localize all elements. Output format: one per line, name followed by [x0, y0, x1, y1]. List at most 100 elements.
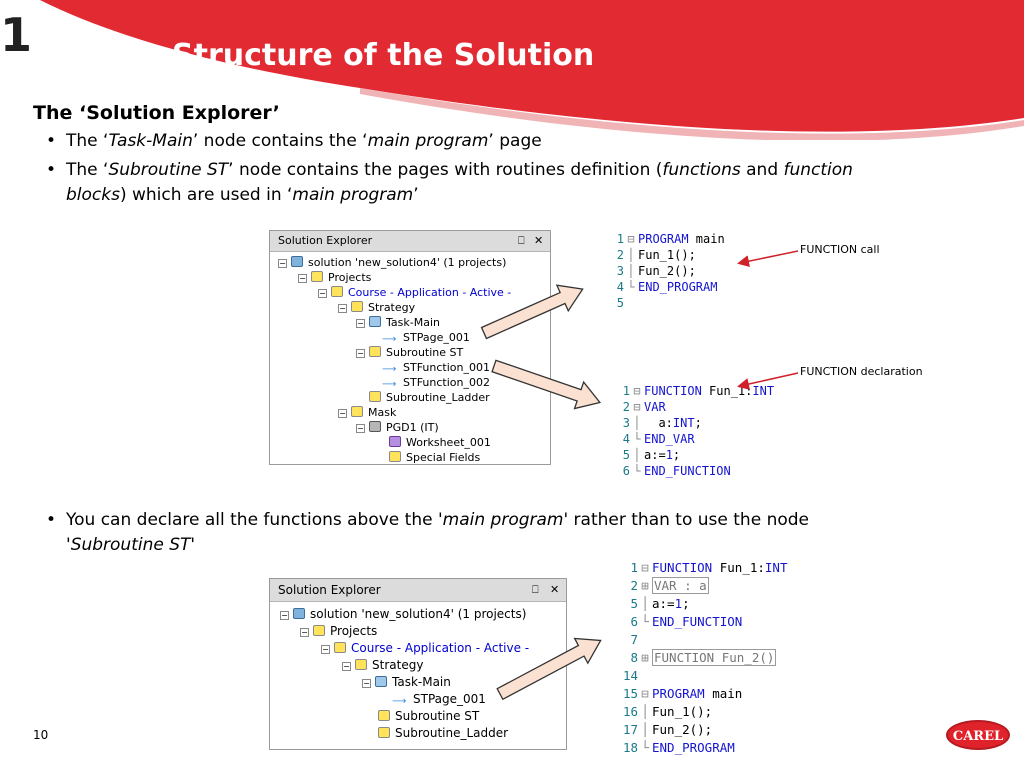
tree-node-pgd1[interactable]: −PGD1 (IT): [356, 421, 439, 434]
tree-node-mask[interactable]: −Mask: [338, 406, 397, 419]
tree-node-task-main[interactable]: −Task-Main: [356, 316, 440, 329]
code-line: 6└END_FUNCTION: [630, 614, 743, 629]
tree-node-worksheet[interactable]: Worksheet_001: [389, 435, 491, 450]
solution-explorer-panel: Solution Explorer ⎕ ✕ −solution 'new_sol…: [269, 230, 551, 465]
page-icon: ⟶: [382, 364, 397, 375]
folder-icon: [331, 286, 343, 297]
collapse-icon[interactable]: −: [318, 289, 327, 298]
tree-node-subroutine-ladder[interactable]: Subroutine_Ladder: [378, 726, 508, 741]
pin-icon[interactable]: ⎕: [532, 583, 539, 596]
close-icon[interactable]: ✕: [550, 583, 560, 596]
code-line: 7: [630, 632, 638, 647]
tree-node-projects[interactable]: −Projects: [298, 271, 372, 284]
folder-icon: [351, 406, 363, 417]
collapse-icon[interactable]: −: [338, 304, 347, 313]
bullet-declare-above: •You can declare all the functions above…: [46, 510, 809, 555]
page-number: 10: [33, 728, 49, 742]
task-icon: [369, 316, 381, 327]
collapse-icon[interactable]: −: [278, 259, 287, 268]
collapse-icon[interactable]: −: [280, 611, 289, 620]
terminal-icon: [369, 421, 381, 432]
folder-icon: [369, 346, 381, 357]
annotation-function-declaration: FUNCTION declaration: [800, 365, 923, 378]
code-line: 3│Fun_2();: [616, 264, 696, 278]
tree-node-stpage[interactable]: ⟶STPage_001: [392, 692, 486, 707]
tree-node-subroutine-ladder[interactable]: Subroutine_Ladder: [369, 390, 490, 405]
collapse-icon[interactable]: −: [356, 349, 365, 358]
collapse-icon[interactable]: −: [321, 645, 330, 654]
folder-icon: [369, 391, 381, 402]
code-line: 3│ a:INT;: [622, 416, 702, 430]
solution-explorer-panel-2: Solution Explorer ⎕ ✕ −solution 'new_sol…: [269, 578, 567, 750]
collapse-icon[interactable]: −: [362, 679, 371, 688]
tree-node-subroutine-st[interactable]: −Subroutine ST: [356, 346, 464, 359]
tree-node-stfunction-002[interactable]: ⟶STFunction_002: [382, 376, 490, 390]
code-line: 18└END_PROGRAM: [622, 740, 735, 755]
slide-title: Structure of the Solution: [172, 38, 595, 73]
block-arrow-stfunction: [491, 359, 602, 410]
code-line: 2│Fun_1();: [616, 248, 696, 262]
tree-node-course[interactable]: −Course - Application - Active -: [318, 286, 512, 299]
page-icon: ⟶: [382, 379, 397, 390]
collapse-icon[interactable]: −: [356, 424, 365, 433]
code-line: 2⊞VAR : a: [630, 577, 709, 594]
code-line: 14: [622, 668, 638, 683]
code-line: 6└END_FUNCTION: [622, 464, 731, 478]
code-line: 5│a:=1;: [622, 448, 681, 462]
code-line: 4└END_VAR: [622, 432, 695, 446]
code-line: 2⊟VAR: [622, 400, 666, 414]
carel-logo: CAREL: [946, 720, 1010, 750]
folder-icon: [334, 642, 346, 653]
collapse-icon[interactable]: −: [300, 628, 309, 637]
task-icon: [375, 676, 387, 687]
worksheet-icon: [389, 436, 401, 447]
block-arrow-task-main: [480, 284, 584, 340]
pin-icon[interactable]: ⎕: [518, 234, 525, 247]
code-line: 1⊟PROGRAM main: [616, 232, 725, 246]
bullet-task-main: •The ‘Task-Main’ node contains the ‘main…: [46, 129, 542, 154]
code-line: 5: [616, 296, 624, 310]
code-line: 4└END_PROGRAM: [616, 280, 718, 294]
folder-icon: [378, 710, 390, 721]
solution-icon: [293, 608, 305, 619]
code-line: 16│Fun_1();: [622, 704, 713, 719]
tree-node-projects[interactable]: −Projects: [300, 624, 378, 638]
folder-icon: [389, 451, 401, 462]
close-icon[interactable]: ✕: [534, 234, 544, 247]
code-line: 17│Fun_2();: [622, 722, 713, 737]
red-arrow-call: [737, 250, 799, 268]
panel-titlebar: Solution Explorer ⎕ ✕: [270, 231, 550, 252]
panel-titlebar: Solution Explorer ⎕ ✕: [270, 579, 566, 602]
tree-node-stpage[interactable]: ⟶STPage_001: [382, 331, 470, 345]
folder-icon: [355, 659, 367, 670]
code-combined: 1⊟FUNCTION Fun_1:INT 2⊞VAR : a 5│a:=1; 6…: [618, 560, 828, 760]
block-arrow-combined: [496, 637, 602, 701]
collapse-icon[interactable]: −: [338, 409, 347, 418]
code-main-program: 1⊟PROGRAM main 2│Fun_1(); 3│Fun_2(); 4└E…: [612, 231, 792, 313]
red-arrow-declaration: [737, 372, 799, 390]
tree-node-task-main[interactable]: −Task-Main: [362, 675, 451, 689]
tree-node-strategy[interactable]: −Strategy: [342, 658, 424, 672]
bullet-dot: •: [46, 510, 57, 530]
code-line: 1⊟FUNCTION Fun_1:INT: [630, 560, 788, 575]
bullet-subroutine-st: •The ‘Subroutine ST’ node contains the p…: [46, 160, 853, 205]
tree-node-subroutine-st[interactable]: Subroutine ST: [378, 709, 479, 724]
bullet-dot: •: [46, 160, 57, 180]
folder-icon: [378, 727, 390, 738]
collapse-icon[interactable]: −: [342, 662, 351, 671]
code-line: 8⊞FUNCTION Fun_2(): [630, 649, 777, 666]
page-icon: ⟶: [392, 696, 407, 707]
tree-node-stfunction-001[interactable]: ⟶STFunction_001: [382, 361, 490, 375]
folder-icon: [313, 625, 325, 636]
collapse-icon[interactable]: −: [356, 319, 365, 328]
tree-node-special-fields[interactable]: Special Fields: [389, 450, 480, 464]
tree-node-course[interactable]: −Course - Application - Active -: [321, 641, 530, 655]
code-line: 5│a:=1;: [630, 596, 690, 611]
collapse-icon[interactable]: −: [298, 274, 307, 283]
tree-node-solution[interactable]: −solution 'new_solution4' (1 projects): [278, 256, 507, 269]
tree-node-strategy[interactable]: −Strategy: [338, 301, 416, 314]
folder-icon: [311, 271, 323, 282]
bullet-dot: •: [46, 131, 57, 151]
tree-node-solution[interactable]: −solution 'new_solution4' (1 projects): [280, 607, 527, 621]
